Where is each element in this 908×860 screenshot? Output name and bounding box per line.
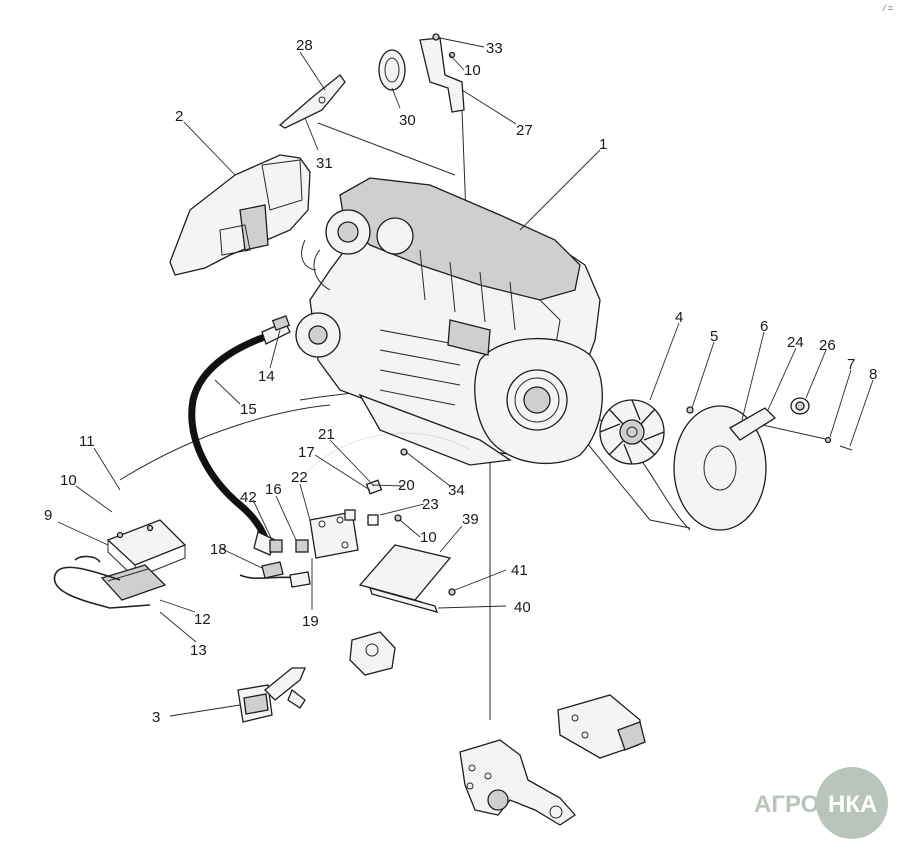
- fittings-group: [269, 448, 408, 553]
- mount-bracket-small: [349, 631, 396, 676]
- callout-39: 39: [462, 511, 479, 528]
- callout-8: 8: [869, 366, 877, 383]
- callout-15: 15: [240, 401, 257, 418]
- callout-2: 2: [175, 108, 183, 125]
- callout-10-left: 10: [60, 472, 77, 489]
- callout-21: 21: [318, 426, 335, 443]
- callout-22: 22: [291, 469, 308, 486]
- callout-34: 34: [448, 482, 465, 499]
- callout-13: 13: [190, 642, 207, 659]
- callout-10-mid: 10: [420, 529, 437, 546]
- callout-1: 1: [599, 136, 607, 153]
- engine-part-1: [295, 177, 603, 466]
- watermark-stamp: [299, 432, 471, 481]
- mount-bracket-right: [557, 694, 646, 759]
- callout-12: 12: [194, 611, 211, 628]
- callout-26: 26: [819, 337, 836, 354]
- engine-mount-front: [459, 739, 576, 826]
- logo-circle: [816, 767, 888, 839]
- callout-6: 6: [760, 318, 768, 335]
- callout-11: 11: [79, 433, 95, 450]
- sensor-part-18: [239, 561, 311, 588]
- ecu-part-12: [100, 564, 167, 601]
- harness-cable: [53, 555, 151, 609]
- bracket-part-28: [278, 74, 346, 129]
- mount-part-3: [237, 667, 306, 723]
- rod-part-40: [368, 587, 439, 613]
- callout-3: 3: [152, 709, 160, 726]
- callout-14: 14: [258, 368, 275, 385]
- manifold-part-19: [309, 511, 359, 559]
- callout-9: 9: [44, 507, 52, 524]
- bolt-part-8: [839, 445, 853, 451]
- callout-18: 18: [210, 541, 227, 558]
- callout-33: 33: [486, 40, 503, 57]
- callout-16: 16: [265, 481, 282, 498]
- agronka-logo: АГРО НКА: [754, 767, 888, 839]
- callout-7: 7: [847, 356, 855, 373]
- washer-part-7: [824, 436, 832, 444]
- callout-31: 31: [316, 155, 333, 172]
- shield-part-2: [169, 154, 311, 276]
- callout-23: 23: [422, 496, 439, 513]
- bracket-part-27: [378, 33, 465, 113]
- bolt-part-5: [686, 406, 694, 414]
- logo-text-right: НКА: [828, 791, 877, 818]
- corner-mark: ⁄ =: [882, 3, 893, 13]
- logo-text-left: АГРО: [754, 791, 819, 818]
- callout-27: 27: [516, 122, 533, 139]
- callout-19: 19: [302, 613, 319, 630]
- fitting-part-14: [271, 315, 291, 331]
- callout-30: 30: [399, 112, 416, 129]
- ecu-bracket-part-9: [106, 519, 187, 580]
- fan-part-4: [599, 399, 665, 465]
- callout-5: 5: [710, 328, 718, 345]
- callout-28: 28: [296, 37, 313, 54]
- callout-labels: 1 2 3 4 5 6 7 8 9 10 10 10 11 12 13 14 1…: [44, 37, 877, 726]
- callout-17: 17: [298, 444, 315, 461]
- bolt-part-41: [448, 588, 456, 596]
- callout-40: 40: [514, 599, 531, 616]
- callout-10-top: 10: [464, 62, 481, 79]
- callout-42: 42: [240, 489, 257, 506]
- callout-24: 24: [787, 334, 804, 351]
- callout-20: 20: [398, 477, 415, 494]
- bushing-part-26: [790, 397, 810, 415]
- callout-4: 4: [675, 309, 683, 326]
- hose-part-15: [188, 321, 291, 556]
- callout-41: 41: [511, 562, 528, 579]
- disc-part-6: [673, 405, 777, 531]
- leader-lines: [57, 37, 874, 717]
